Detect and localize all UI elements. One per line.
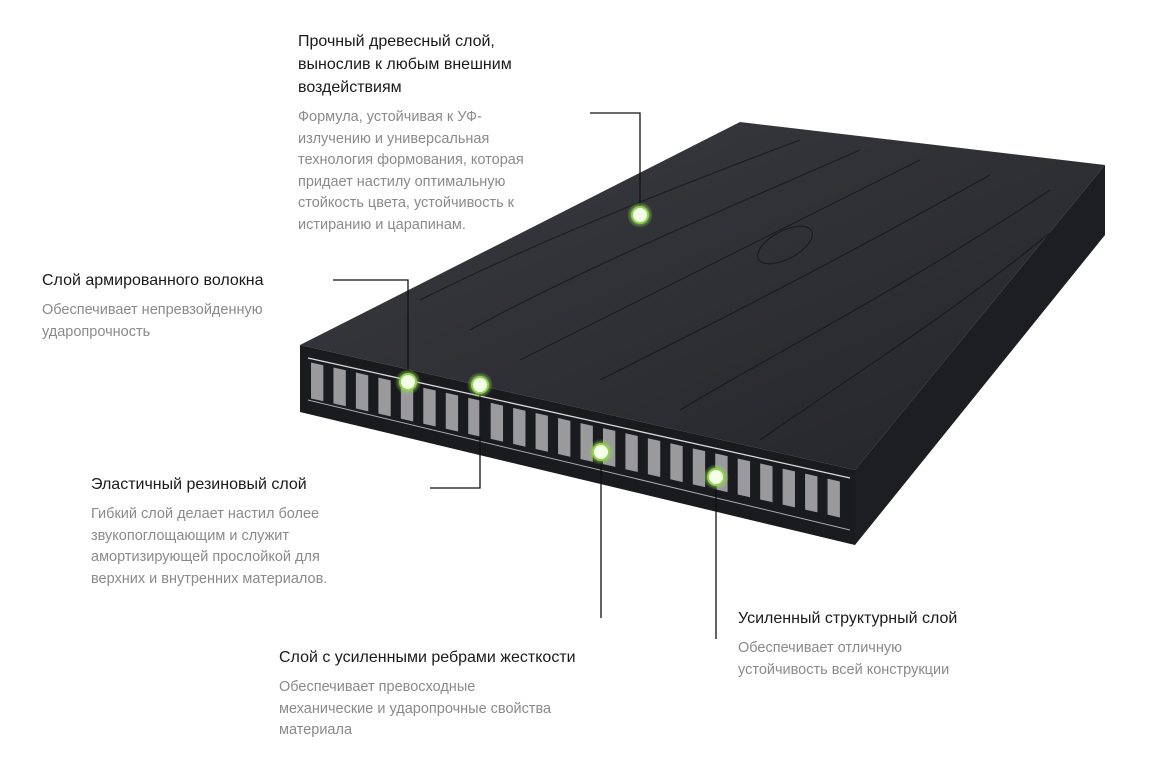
layer-rubber-callout: Эластичный резиновый слой Гибкий слой де…	[91, 473, 327, 590]
layer-structural-desc: Обеспечивает отличную устойчивость всей …	[738, 638, 957, 681]
wood-grain	[419, 139, 1091, 441]
rib	[535, 412, 548, 452]
leader-fiber	[333, 279, 409, 382]
desc-line: излучению и универсальная	[298, 130, 490, 147]
rib-layer	[311, 362, 840, 518]
rib	[737, 458, 751, 498]
board-side-face	[855, 165, 1105, 545]
desc-line: механические и ударопрочные свойства	[279, 700, 552, 717]
rib	[805, 473, 818, 513]
desc-line: Обеспечивает отличную	[738, 640, 902, 656]
board-top-face	[300, 122, 1105, 470]
desc-line: звукопоглощающим и служит	[91, 527, 290, 544]
desc-line: Формула, устойчивая к УФ-	[298, 109, 482, 125]
layer-ribs-title: Слой с усиленными ребрами жесткости	[279, 649, 576, 666]
marker-dot-ribs	[588, 439, 614, 465]
marker-dot-fiber	[395, 369, 421, 395]
rib	[490, 402, 504, 442]
layer-fiber-title: Слой армированного волокна	[42, 272, 264, 289]
rib	[513, 407, 526, 447]
marker-dot-wood	[627, 202, 653, 228]
rib	[692, 448, 706, 488]
rib	[468, 397, 481, 437]
rib	[760, 463, 773, 503]
title-line: Прочный древесный слой,	[298, 33, 495, 50]
rib	[670, 443, 683, 483]
rib	[423, 387, 436, 427]
desc-line: верхних и внутренних материалов.	[91, 570, 328, 587]
desc-line: придает настилу оптимальную	[298, 173, 506, 190]
marker-dot-structural	[703, 464, 729, 490]
layer-ribs-callout: Слой с усиленными ребрами жесткости Обес…	[279, 646, 576, 742]
rib	[625, 433, 638, 472]
structural-layer-line	[307, 399, 851, 531]
layer-fiber-desc: Обеспечивает непревзойденную ударопрочно…	[42, 300, 264, 343]
desc-line: Обеспечивает превосходные	[279, 679, 476, 695]
layer-wood-desc: Формула, устойчивая к УФ- излучению и ун…	[298, 107, 524, 236]
leader-wood	[590, 112, 641, 215]
desc-line: истиранию и царапинам.	[298, 216, 466, 233]
leader-rubber	[430, 385, 481, 489]
rib	[445, 392, 459, 432]
desc-line: Обеспечивает непревзойденную	[42, 302, 263, 318]
marker-dot-rubber	[467, 372, 493, 398]
leader-lines	[333, 112, 717, 639]
rib	[333, 367, 346, 407]
layer-ribs-desc: Обеспечивает превосходные механические и…	[279, 677, 576, 742]
rib	[355, 372, 369, 412]
layer-structural-callout: Усиленный структурный слой Обеспечивает …	[738, 607, 957, 681]
rib	[647, 438, 661, 478]
desc-line: амортизирующей прослойкой для	[91, 549, 320, 565]
desc-line: материала	[279, 722, 353, 738]
layer-fiber-callout: Слой армированного волокна Обеспечивает …	[42, 269, 264, 343]
desc-line: ударопрочность	[42, 323, 151, 340]
title-line: воздействиям	[298, 79, 402, 96]
rib	[558, 418, 571, 457]
title-line: вынослив к любым внешним	[298, 56, 512, 73]
desc-line: технология формования, которая	[298, 152, 524, 168]
desc-line: стойкость цвета, устойчивость к	[298, 195, 515, 211]
rib	[311, 362, 324, 402]
layer-rubber-desc: Гибкий слой делает настил более звукопог…	[91, 504, 327, 590]
layer-wood-callout: Прочный древесный слой, вынослив к любым…	[298, 30, 524, 236]
layer-structural-title: Усиленный структурный слой	[738, 610, 958, 627]
layer-rubber-title: Эластичный резиновый слой	[91, 476, 307, 493]
layer-wood-title: Прочный древесный слой, вынослив к любым…	[298, 30, 524, 99]
desc-line: устойчивость всей конструкции	[738, 661, 950, 678]
desc-line: Гибкий слой делает настил более	[91, 506, 320, 522]
rib	[782, 468, 795, 508]
rib	[378, 377, 391, 417]
rib	[827, 478, 840, 518]
